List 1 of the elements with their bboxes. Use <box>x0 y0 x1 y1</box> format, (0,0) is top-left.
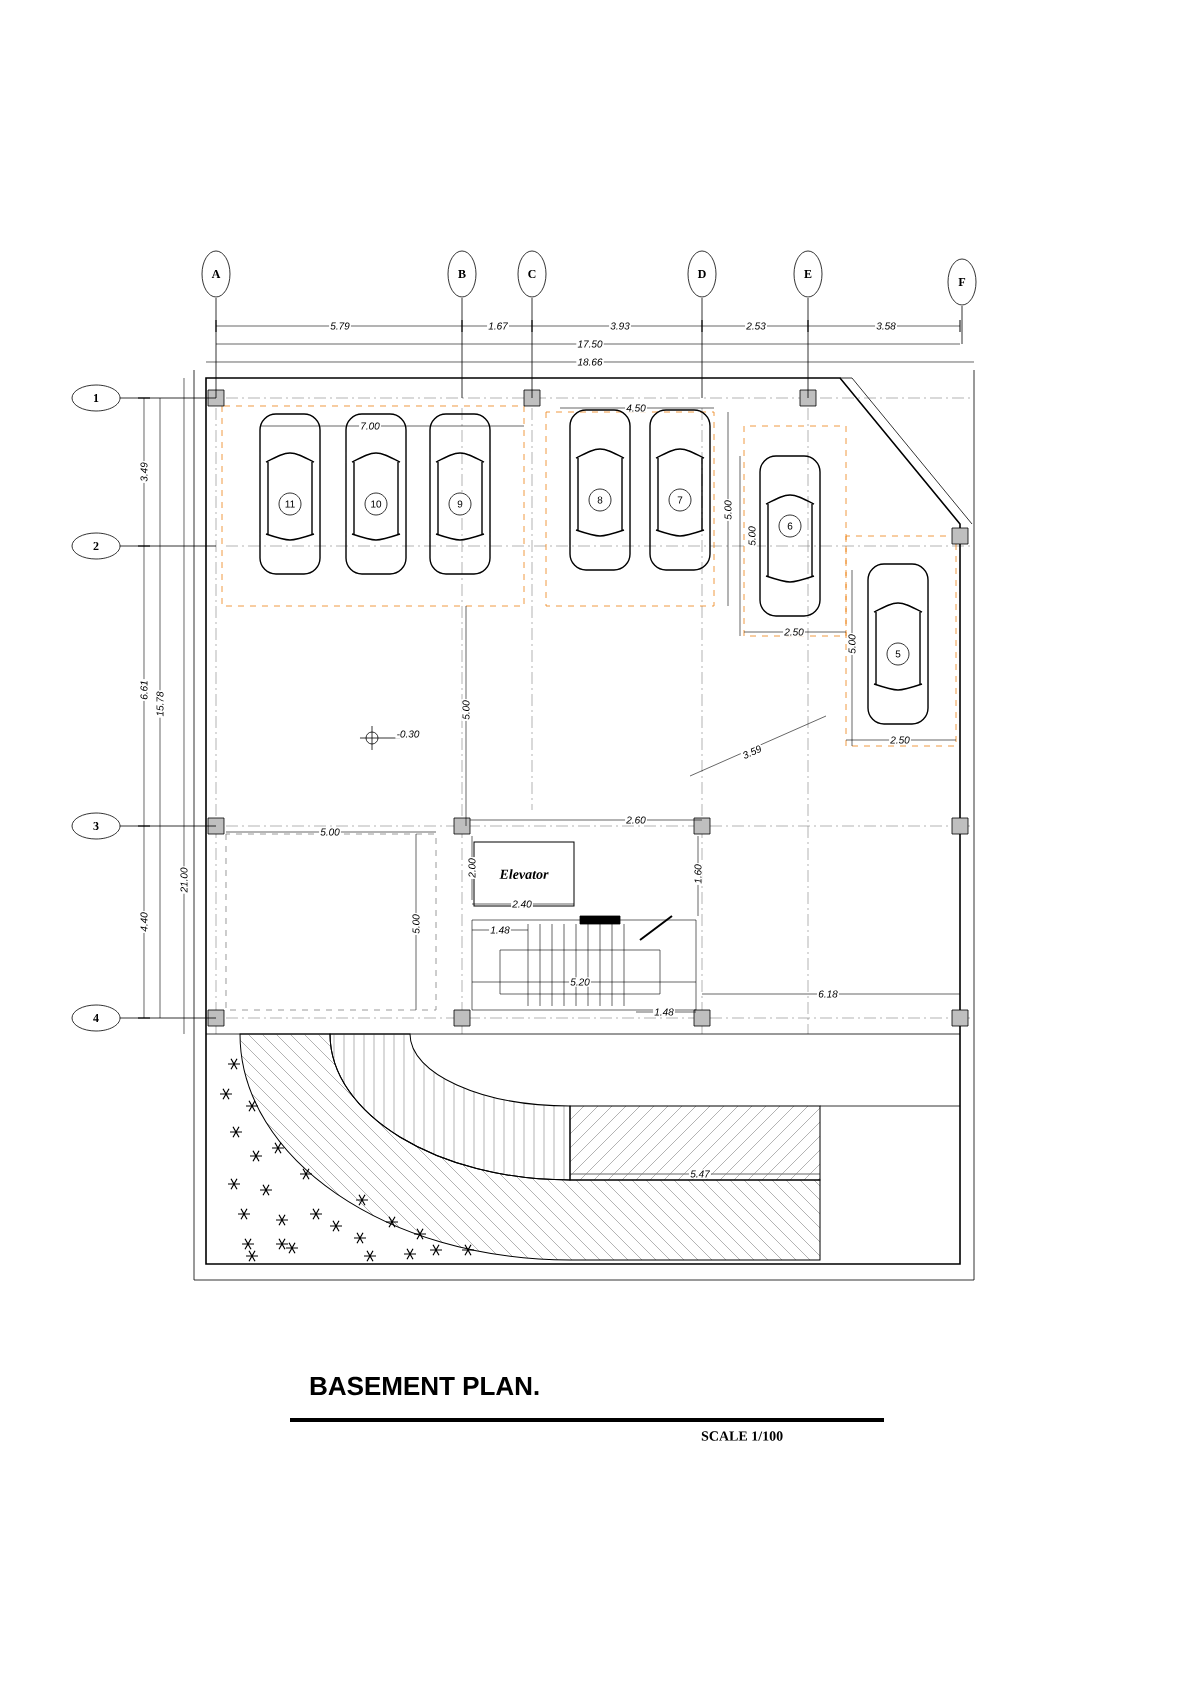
plan-title: BASEMENT PLAN. <box>310 1376 539 1396</box>
